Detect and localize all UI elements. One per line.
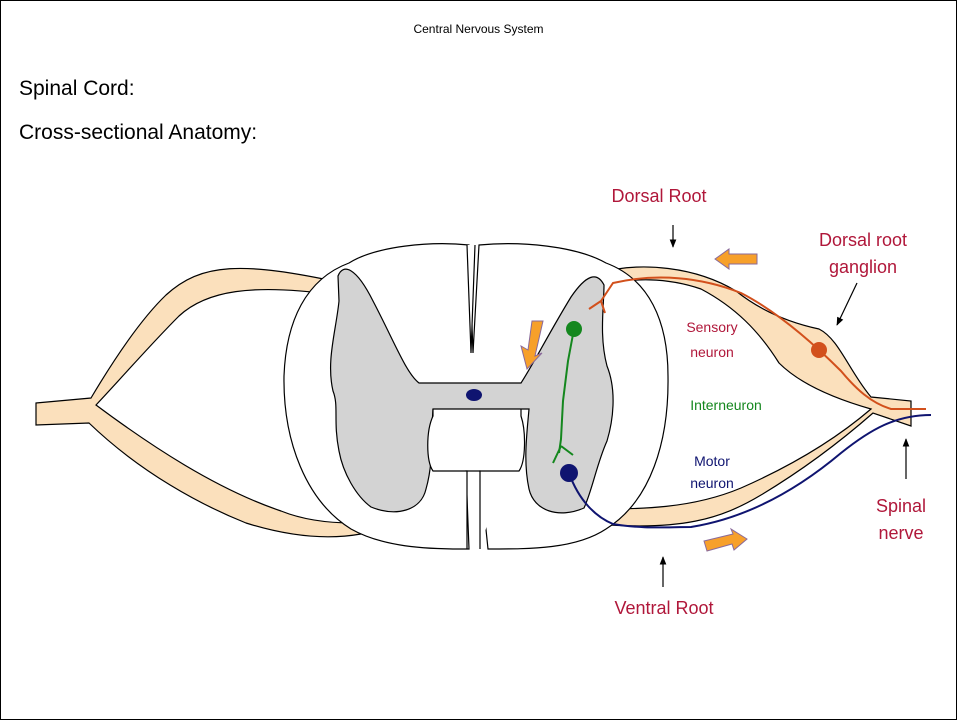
label-sensory-neuron-1: Sensory xyxy=(686,319,737,335)
label-spinal-nerve-2: nerve xyxy=(878,523,923,543)
label-dorsal-root: Dorsal Root xyxy=(611,186,706,206)
label-motor-neuron-2: neuron xyxy=(690,475,734,491)
pointer-ganglion xyxy=(837,283,857,325)
central-canal xyxy=(466,389,482,401)
label-dorsal-root-ganglion-1: Dorsal root xyxy=(819,230,907,250)
label-ventral-root: Ventral Root xyxy=(614,598,713,618)
arrow-into-dorsal-root xyxy=(715,249,757,269)
arrow-out-ventral-root xyxy=(704,529,747,551)
label-interneuron: Interneuron xyxy=(690,397,762,413)
dorsal-root-ganglion-cell xyxy=(811,342,827,358)
label-dorsal-root-ganglion-2: ganglion xyxy=(829,257,897,277)
label-spinal-nerve-1: Spinal xyxy=(876,496,926,516)
label-sensory-neuron-2: neuron xyxy=(690,344,734,360)
label-motor-neuron-1: Motor xyxy=(694,453,730,469)
